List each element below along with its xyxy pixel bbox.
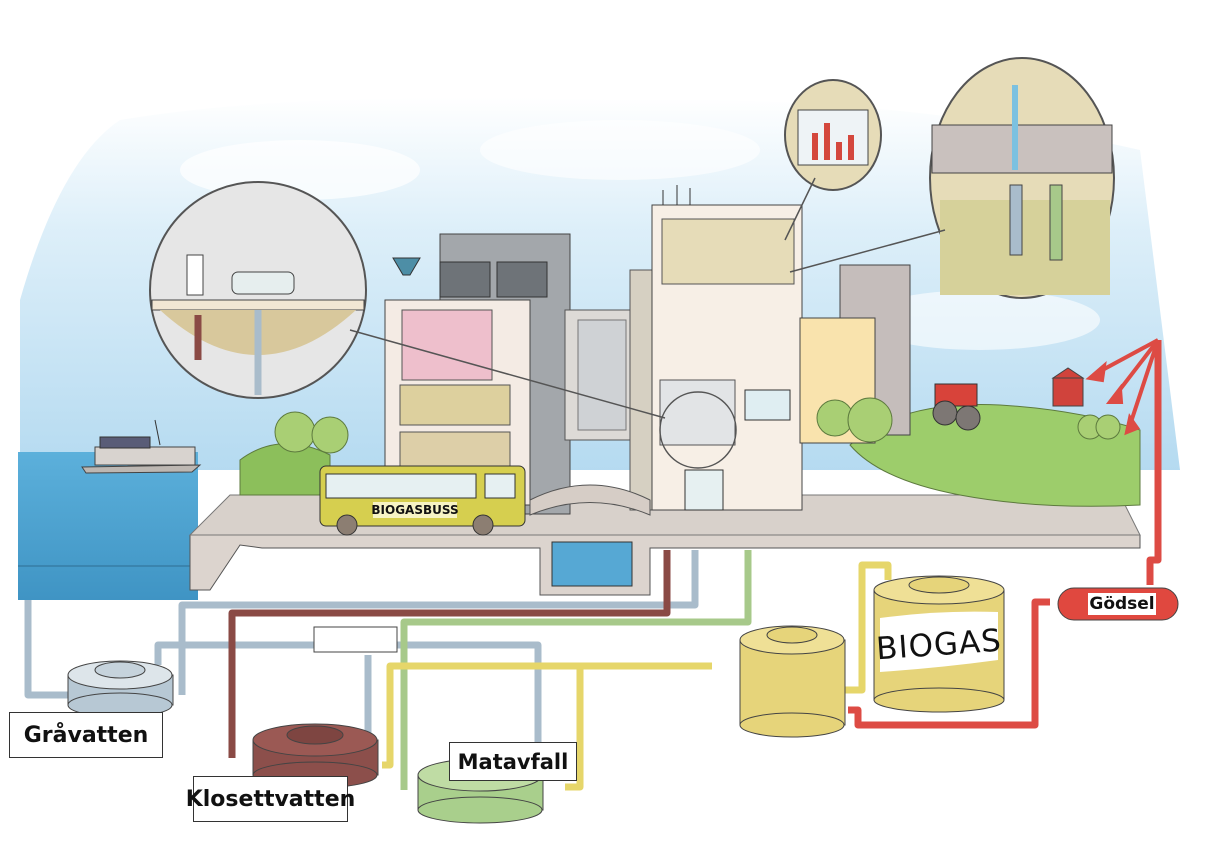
grey-water-filter-pipe <box>154 641 315 665</box>
sea <box>18 452 198 600</box>
ground-platform <box>188 494 1141 596</box>
grey-water-return-pipe <box>397 641 542 760</box>
yellow-pipe <box>382 662 712 769</box>
grey-water-pipe <box>24 600 70 699</box>
grass-hills <box>239 404 1141 507</box>
right-building <box>651 185 803 511</box>
grey-water-main-pipe <box>178 550 699 695</box>
ferry-boat <box>81 419 202 474</box>
chart-bar <box>848 135 854 160</box>
manure-arrows <box>1085 338 1160 436</box>
biogas-bus <box>319 465 526 536</box>
chart-bar <box>824 123 830 160</box>
grey-filter-box <box>313 626 398 653</box>
bathroom-inset-small <box>659 391 737 469</box>
yellow-pipe-matavfall <box>565 666 584 791</box>
biogas-feed-pipe <box>845 561 892 694</box>
tractor <box>932 383 981 431</box>
biogas-label: BIOGAS <box>875 622 1003 668</box>
gravatten-tank <box>67 660 174 718</box>
manure-pipe <box>848 598 1050 729</box>
pipes <box>24 340 1162 791</box>
blackwater-pipe <box>228 550 671 758</box>
chart-bar <box>812 133 818 160</box>
bathroom-inset <box>149 181 367 399</box>
background-buildings <box>564 269 656 511</box>
gravatten-label: Gråvatten <box>9 712 163 758</box>
godsel-label: Gödsel <box>1088 593 1156 615</box>
digester-tank <box>739 625 846 738</box>
biogas-tank <box>873 575 1005 713</box>
energy-chart-inset <box>784 79 882 191</box>
kitchen-sink-inset <box>929 57 1115 299</box>
barn <box>1051 367 1085 407</box>
bus-label: BIOGASBUSS <box>371 502 459 518</box>
bridge <box>529 484 651 516</box>
trees <box>274 397 1121 454</box>
foodwaste-pipe <box>400 550 752 790</box>
matavfall-label: Matavfall <box>449 742 577 781</box>
klosettvatten-label: Klosettvatten <box>186 776 355 822</box>
manure-up-pipe <box>1146 340 1162 585</box>
chart-bar <box>836 142 842 160</box>
